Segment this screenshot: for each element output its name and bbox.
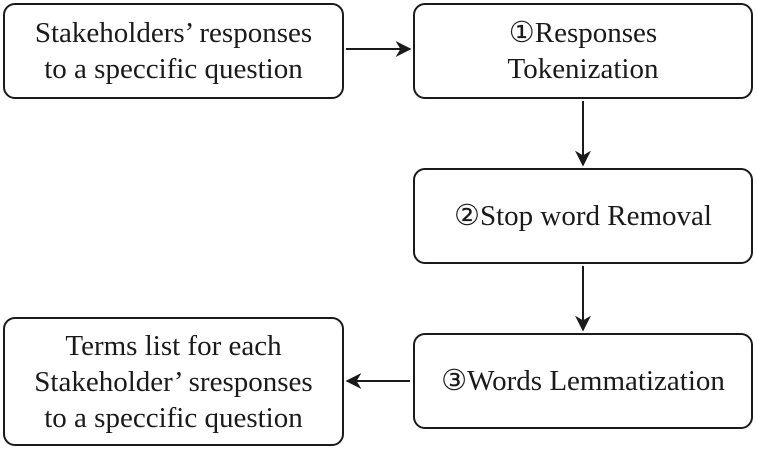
step-stopword-removal-box: ②Stop word Removal xyxy=(413,168,753,264)
step-tokenization-text: ①Responses Tokenization xyxy=(508,15,659,87)
output-box: Terms list for each Stakeholder’ srespon… xyxy=(3,317,344,446)
step-tokenization-line-2: Tokenization xyxy=(507,53,659,85)
step-stopword-removal-line-1: ②Stop word Removal xyxy=(454,200,712,232)
output-box-line-2: Stakeholder’ sresponses xyxy=(34,365,313,398)
output-box-line-3: to a speccific question xyxy=(44,401,303,434)
input-box-line-2: to a speccific question xyxy=(44,53,303,85)
input-box-text: Stakeholders’ responses to a speccific q… xyxy=(35,15,312,87)
input-box-line-1: Stakeholders’ responses xyxy=(34,17,313,49)
step-tokenization-box: ①Responses Tokenization xyxy=(413,3,753,99)
output-box-text: Terms list for each Stakeholder’ srespon… xyxy=(34,328,312,436)
step-lemmatization-text: ③Words Lemmatization xyxy=(441,363,725,399)
output-box-line-1: Terms list for each xyxy=(65,329,282,362)
step-stopword-removal-text: ②Stop word Removal xyxy=(454,198,712,234)
step-tokenization-line-1: ①Responses xyxy=(508,17,658,49)
input-box: Stakeholders’ responses to a speccific q… xyxy=(3,3,344,99)
step-lemmatization-line-1: ③Words Lemmatization xyxy=(441,365,725,397)
step-lemmatization-box: ③Words Lemmatization xyxy=(413,333,753,429)
